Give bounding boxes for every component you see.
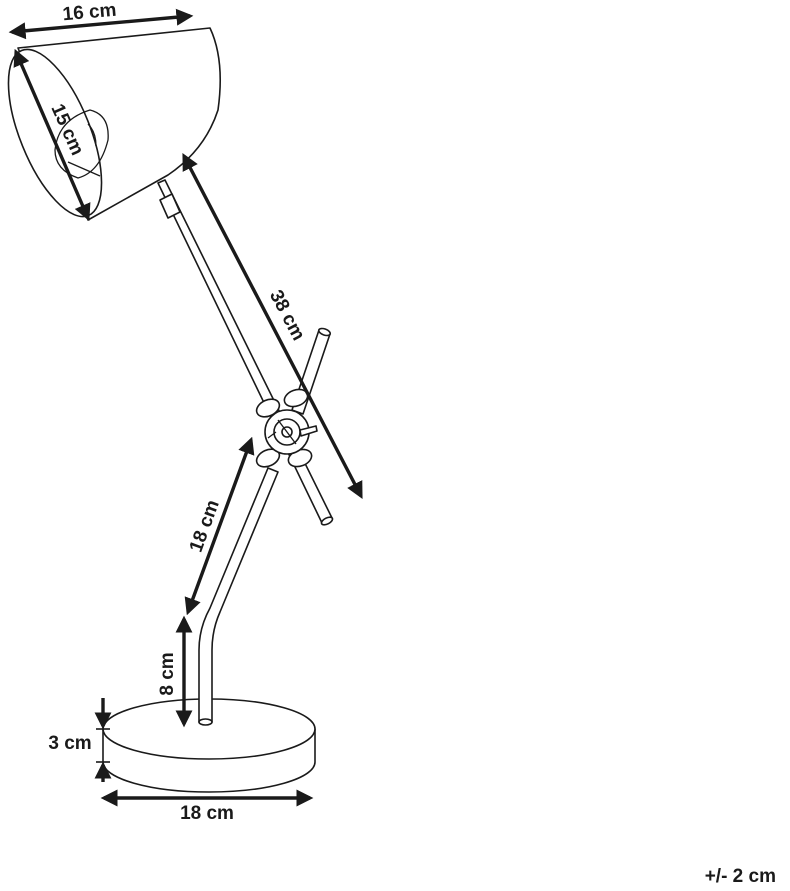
shade-height-line — [13, 48, 91, 222]
lamp-upper-arm — [157, 179, 334, 526]
base-height-label: 3 cm — [48, 733, 91, 754]
dimension-lines — [8, 8, 363, 807]
shade-width-line — [8, 8, 194, 40]
tolerance-note: +/- 2 cm — [705, 866, 776, 886]
upper-arm-line — [182, 152, 363, 500]
base-width-label: 18 cm — [180, 803, 234, 824]
stem-label: 8 cm — [157, 652, 178, 695]
shade-width-label: 16 cm — [62, 0, 118, 25]
lower-arm-line — [184, 436, 255, 616]
lamp-shade — [7, 27, 222, 221]
upper-arm-label: 38 cm — [265, 287, 309, 344]
